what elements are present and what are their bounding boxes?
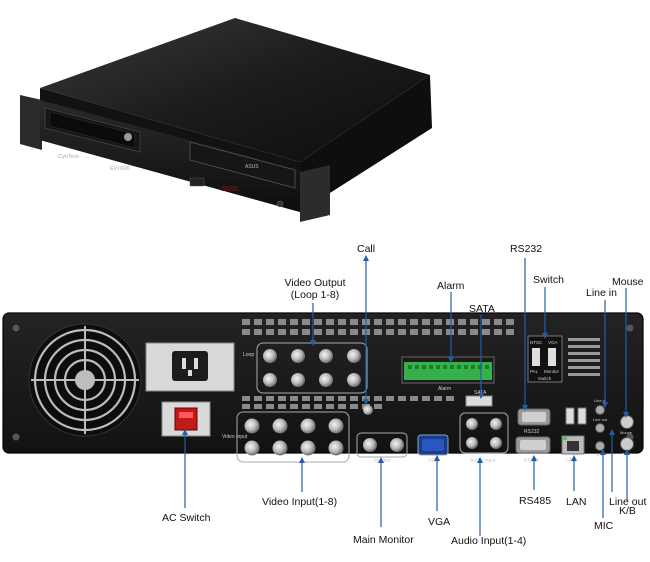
line-in-label: Line in: [586, 287, 617, 299]
rack-ear-left: [20, 95, 42, 150]
side-vent: [568, 338, 600, 376]
call-connector: [363, 405, 373, 415]
monitor-switch-label: Monitor: [544, 369, 560, 374]
line-in-panel-label: Line in: [594, 398, 606, 403]
ac-inlet: [172, 351, 208, 381]
screw: [626, 324, 634, 332]
callout-pointers: [182, 255, 630, 536]
rs485-pins: [520, 440, 546, 450]
usb-port: [577, 407, 587, 425]
audio-input-panel-label: Audio Input: [470, 458, 496, 464]
loop-bnc-connectors: [263, 349, 361, 387]
video-input-bnc-connectors: [244, 418, 344, 456]
chassis-top: [40, 18, 430, 162]
model-logo: EVI 600: [110, 166, 130, 172]
mic-label: MIC: [594, 520, 614, 532]
screw: [12, 324, 20, 332]
video-input-panel-label: Video Input: [222, 434, 248, 440]
kb-port: [620, 437, 634, 451]
vent-slots-middle: [242, 396, 454, 409]
pal-label: PAL: [530, 369, 539, 374]
usb-port: [189, 177, 205, 187]
sata-label: SATA: [469, 303, 495, 315]
rack-ear-right: [300, 165, 330, 222]
vga-label: VGA: [428, 516, 451, 528]
call-label: Call: [357, 243, 376, 255]
rs232-pins: [522, 412, 546, 422]
kb-label: K/B: [619, 505, 636, 517]
vga-panel-label: VGA: [428, 458, 439, 464]
line-in-jack: [595, 405, 605, 415]
mouse-label: Mouse: [612, 276, 644, 288]
loop-label: Loop: [243, 352, 254, 358]
alarm-panel-label: Alarm: [438, 386, 451, 392]
rs485-label: RS485: [519, 495, 552, 507]
lan-led: [563, 437, 567, 440]
video-output-label: Video Output (Loop 1-8): [284, 277, 346, 301]
dvr-front-view: ASUS CynTeck EVI 600: [20, 18, 432, 222]
brand-logo: CynTeck: [58, 154, 79, 160]
video-input-block: [236, 411, 350, 463]
ntsc-label: NTSC: [530, 340, 543, 345]
psu-fan: [28, 323, 142, 437]
rs232-panel-label: RS232: [524, 429, 540, 435]
mouse-panel-label: Mouse: [620, 430, 633, 435]
rear-panel: Loop Video Input Monitor VGA Alarm: [2, 312, 644, 464]
rs485-panel-label: RS485: [524, 458, 540, 464]
ac-switch-label: AC Switch: [162, 512, 211, 524]
vga-monitor-switch: [548, 348, 556, 366]
mic-jack: [595, 441, 605, 451]
monitor-bnc: [363, 438, 377, 452]
audio-input-bnc-connectors: [466, 418, 502, 449]
audio-input-label: Audio Input(1-4): [451, 535, 527, 547]
usb-port: [565, 407, 575, 425]
line-out-label: Line out: [609, 496, 647, 508]
ac-pin: [188, 370, 192, 376]
chassis-right: [300, 75, 432, 212]
screw: [12, 433, 20, 441]
mouse-port: [620, 415, 634, 429]
rs232-label: RS232: [510, 243, 543, 255]
switch-label: Switch: [533, 274, 564, 286]
optical-drive: [189, 141, 296, 189]
ac-pin: [194, 358, 198, 369]
power-button: [276, 200, 284, 208]
alarm-label: Alarm: [437, 280, 465, 292]
mic-panel-label: MIC: [596, 452, 603, 457]
drive-logo: ASUS: [245, 164, 259, 170]
switch-panel-label: Switch: [538, 376, 552, 381]
video-input-label: Video Input(1-8): [262, 496, 338, 508]
monitor-bnc: [390, 438, 404, 452]
line-out-jack: [595, 423, 605, 433]
kb-panel-label: K/B: [622, 451, 629, 456]
audio-input-block: [459, 412, 509, 454]
drive-tray: [49, 111, 136, 149]
ntsc-pal-switch: [532, 348, 540, 366]
tray-lock: [124, 133, 132, 141]
line-out-panel-label: Line out: [593, 417, 608, 422]
vga-pins: [422, 439, 444, 451]
vga-switch-label: VGA: [548, 340, 558, 345]
lan-panel-label: LAN: [566, 458, 576, 464]
lan-label: LAN: [566, 496, 587, 508]
ac-switch: [174, 407, 198, 431]
monitor-panel-label: Monitor: [374, 458, 391, 464]
alarm-terminal-screws: [408, 365, 489, 369]
lan-socket: [567, 441, 579, 451]
ac-switch-rocker: [179, 412, 193, 418]
main-monitor-label: Main Monitor: [353, 534, 414, 546]
alarm-terminal: [404, 362, 492, 380]
ac-pin: [182, 358, 186, 369]
led-indicator: [222, 186, 238, 191]
sata-port: [465, 395, 493, 407]
